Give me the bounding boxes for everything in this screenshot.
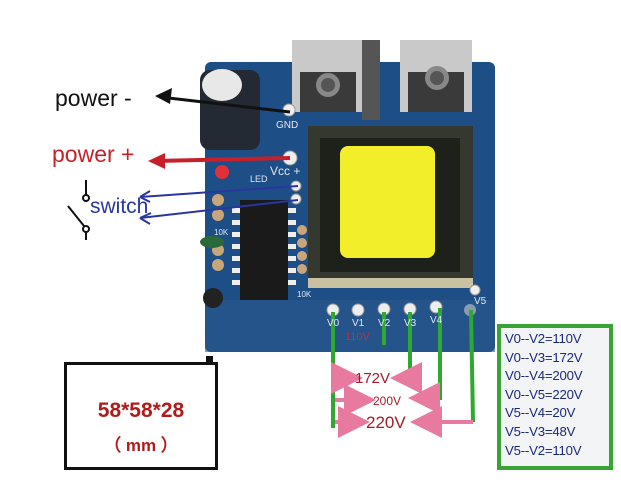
tap-200v: 200V — [373, 394, 402, 408]
switch-wire-2 — [139, 199, 299, 219]
power-minus-label: power - — [55, 85, 132, 111]
spec-row: V5--V4=20V — [505, 405, 576, 421]
led — [215, 165, 229, 179]
capacitor — [200, 69, 260, 150]
spec-row: V0--V4=200V — [505, 368, 583, 384]
switch-wire-1 — [139, 185, 299, 198]
spec-row: V5--V3=48V — [505, 423, 576, 439]
spec-row: V5--V2=110V — [505, 442, 582, 458]
spec-row: V0--V3=172V — [505, 349, 583, 365]
tap-172v: 172V — [355, 370, 391, 387]
power-plus-arrow — [154, 156, 291, 163]
power-minus-arrow — [159, 95, 291, 114]
r2-silk: 10K — [297, 290, 312, 299]
voltage-spec-table: V0--V2=110V V0--V3=172V V0--V4=200V V0--… — [497, 324, 613, 470]
switch-symbol-icon — [67, 180, 90, 240]
pin-label-v2: V2 — [378, 318, 391, 329]
transformer — [308, 126, 473, 288]
dimensions-box: 58*58*28 （ mm ） — [64, 362, 218, 470]
gnd-silk: GND — [276, 120, 299, 131]
v2-voltage-label: 110V — [345, 331, 370, 343]
pin-label-v0: V0 — [327, 318, 340, 329]
r1-silk: 10K — [214, 228, 229, 237]
ic-chip — [232, 200, 296, 300]
vcc-silk: Vcc + — [270, 164, 301, 178]
pin-label-v1: V1 — [352, 318, 365, 329]
spec-row: V0--V2=110V — [505, 331, 582, 346]
tap-220v: 220V — [366, 413, 406, 432]
pin-label-v4: V4 — [430, 315, 443, 326]
heatsink — [292, 40, 472, 120]
led-silk: LED — [250, 174, 268, 184]
dimensions-size: 58*58*28 — [97, 399, 185, 422]
spec-row: V0--V5=220V — [505, 386, 583, 402]
switch-label: switch — [90, 195, 149, 218]
pin-label-v3: V3 — [404, 318, 417, 329]
power-plus-label: power + — [52, 141, 135, 167]
dimensions-unit: （ mm ） — [104, 436, 178, 455]
pin-label-v5: V5 — [474, 296, 487, 307]
voltage-arrows — [331, 362, 473, 438]
